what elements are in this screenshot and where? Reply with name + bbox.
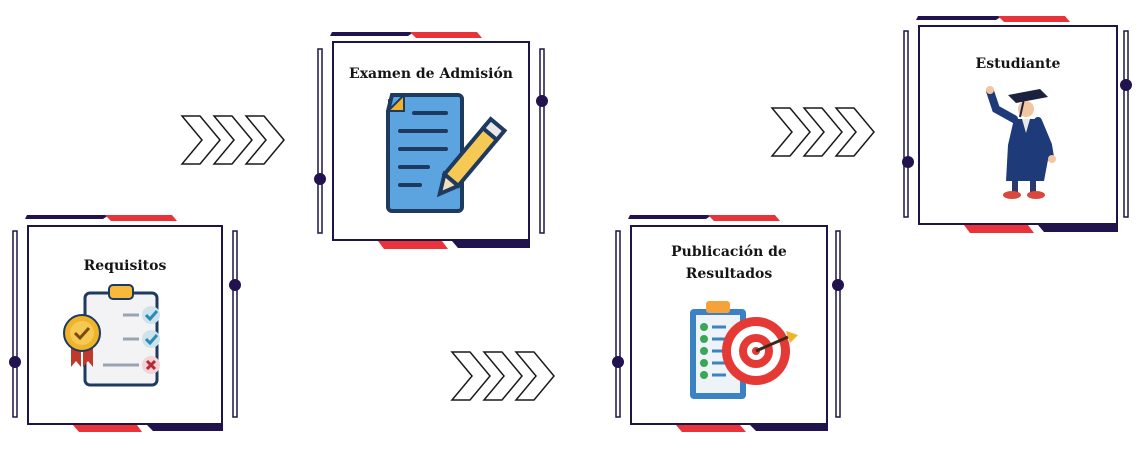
checklist-badge-icon — [63, 284, 160, 387]
chevron-arrows-icon — [180, 115, 285, 165]
chevron-arrows-icon — [450, 351, 555, 401]
step-title: Requisitos — [83, 258, 167, 274]
card-frame-decoration — [612, 215, 844, 432]
document-pencil-icon — [385, 92, 508, 213]
clipboard-target-icon — [690, 301, 798, 399]
step-card-requisitos: Requisitos — [9, 215, 241, 432]
card-frame-decoration — [902, 16, 1132, 233]
graduate-student-icon — [986, 86, 1056, 199]
step-card-estudiante: Estudiante — [902, 16, 1132, 233]
step-card-examen: Examen de Admisión — [314, 32, 548, 249]
step-card-resultados: Publicación de Resultados — [612, 215, 844, 432]
step-title: Publicación de Resultados — [671, 244, 787, 282]
step-title: Estudiante — [975, 56, 1061, 72]
chevron-arrows-icon — [770, 107, 875, 157]
step-title: Examen de Admisión — [349, 66, 513, 82]
card-frame-decoration — [9, 215, 241, 432]
card-frame-decoration — [314, 32, 548, 249]
